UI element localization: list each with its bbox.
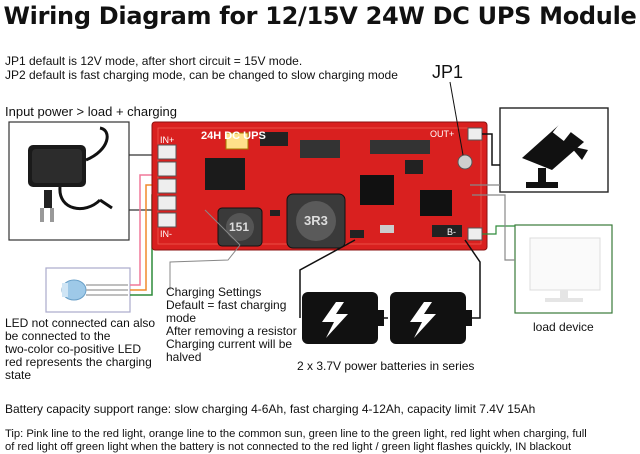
terminal-in-plus: IN+	[160, 135, 175, 145]
camera-icon	[522, 122, 588, 188]
page-title: Wiring Diagram for 12/15V 24W DC UPS Mod…	[3, 2, 637, 30]
power-adapter-icon	[28, 126, 113, 222]
led-note: LED not connected can also be connected …	[5, 317, 155, 382]
battery-bolt-icon-2	[390, 292, 472, 344]
led-note-line: red represents the charging	[5, 355, 152, 369]
led-note-line: state	[5, 368, 32, 382]
led-note-line: two-color co-positive LED	[5, 342, 142, 356]
terminal-b-minus: B-	[447, 227, 456, 237]
led-note-line: LED not connected can also	[5, 316, 156, 330]
board-title: 24H DC UPS	[201, 130, 266, 142]
terminal-in-minus: IN-	[160, 229, 172, 239]
batteries-label: 2 x 3.7V power batteries in series	[297, 359, 475, 373]
load-device-label: load device	[533, 320, 594, 334]
left-terminals	[157, 144, 177, 228]
charging-settings-line: Charging Settings	[166, 285, 262, 299]
jp2-default-note: JP2 default is fast charging mode, can b…	[5, 68, 398, 82]
charging-settings-line: Charging current will be	[166, 337, 293, 351]
input-power-label: Input power > load + charging	[5, 104, 178, 119]
charging-settings-line: After removing a resistor	[166, 324, 297, 338]
capacity-note: Battery capacity support range: slow cha…	[5, 402, 536, 416]
tip-line: Tip: Pink line to the red light, orange …	[5, 428, 587, 440]
tip-note: Tip: Pink line to the red light, orange …	[5, 428, 587, 454]
monitor-icon	[529, 237, 601, 302]
jp1-label: JP1	[432, 62, 464, 82]
led-icon	[61, 279, 128, 301]
terminal-out-plus: OUT+	[430, 129, 455, 139]
led-note-line: be connected to the	[5, 329, 111, 343]
jp1-pad	[457, 154, 473, 170]
charging-settings-line: Default = fast charging	[166, 298, 287, 312]
ups-board	[151, 121, 488, 251]
battery-bolt-icon	[302, 292, 384, 344]
charging-settings-line: halved	[166, 350, 202, 364]
charging-settings-line: mode	[166, 311, 197, 325]
jp1-default-note: JP1 default is 12V mode, after short cir…	[5, 54, 303, 68]
charging-settings-note: Charging Settings Default = fast chargin…	[166, 286, 297, 364]
inductor-151-label: 151	[229, 220, 250, 234]
tip-line: of red light off green light when the ba…	[5, 441, 572, 453]
inductor-3r3-label: 3R3	[304, 213, 328, 228]
